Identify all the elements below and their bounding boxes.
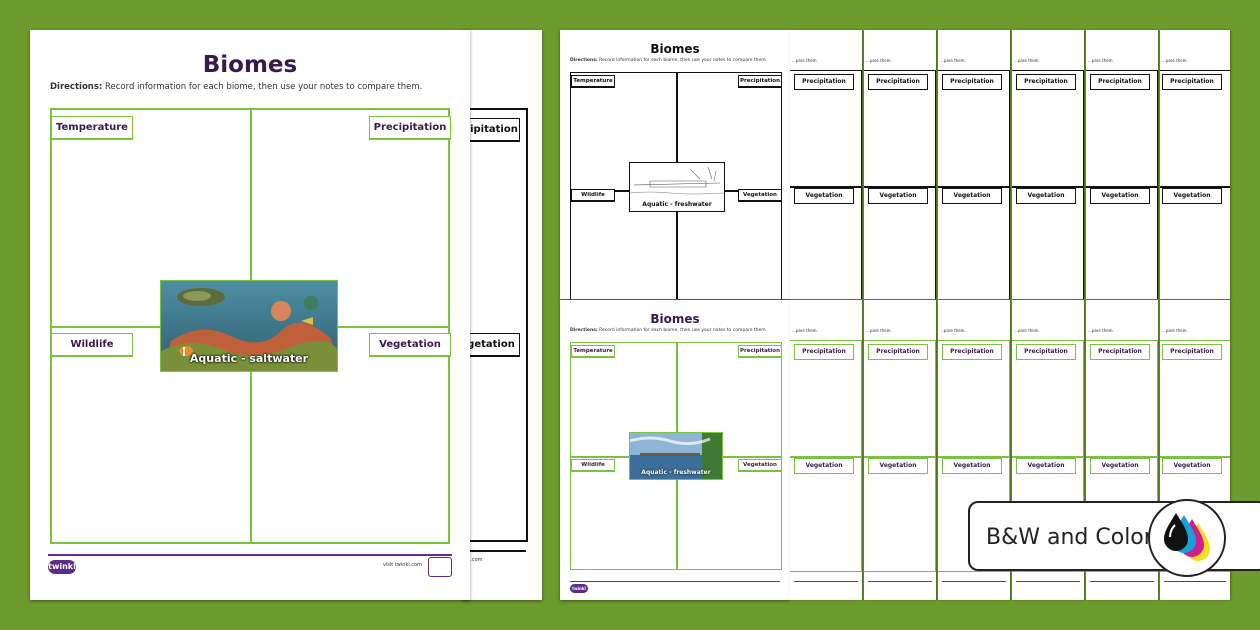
precipitation-label: Precipitation <box>369 116 451 140</box>
worksheet-footer: twinkl visit twinkl.com <box>48 554 452 578</box>
bw-directions: Directions: Record information for each … <box>570 58 768 63</box>
color-directions: Directions: Record information for each … <box>570 328 768 333</box>
ink-drops-icon <box>1148 499 1226 577</box>
back-precipitation-label: cipitation <box>462 118 520 142</box>
temperature-label: Temperature <box>51 116 133 140</box>
bw-freshwater-image: Aquatic - freshwater <box>629 162 725 212</box>
bw-wildlife-label: Wildlife <box>571 189 615 202</box>
color-preview-sheet: Biomes Directions: Record information fo… <box>560 300 790 600</box>
quality-stamp-icon <box>428 557 452 577</box>
badge-text: B&W and Color <box>986 525 1153 550</box>
wildlife-label: Wildlife <box>51 333 133 357</box>
directions-label: Directions: <box>50 82 103 92</box>
color-footer: twinkl <box>570 581 780 594</box>
bw-temperature-label: Temperature <box>571 75 615 88</box>
vegetation-label: Vegetation <box>369 333 451 357</box>
bw-title: Biomes <box>650 42 700 56</box>
color-freshwater-caption: Aquatic - freshwater <box>641 469 711 476</box>
bw-and-color-badge: B&W and Color <box>968 499 1260 577</box>
worksheet-title: Biomes <box>202 52 298 78</box>
saltwater-biome-image: Aquatic - saltwater <box>160 280 338 372</box>
directions-text: Record information for each biome, then … <box>102 82 423 92</box>
footer-website: visit twinkl.com <box>382 562 422 568</box>
bw-freshwater-caption: Aquatic - freshwater <box>642 201 712 208</box>
color-wildlife-label: Wildlife <box>571 459 615 472</box>
back-footer-website: kl.com <box>466 557 483 563</box>
color-vegetation-label: Vegetation <box>738 459 782 472</box>
saltwater-caption: Aquatic - saltwater <box>189 352 309 365</box>
main-worksheet: Biomes Directions: Record information fo… <box>30 30 470 600</box>
color-precipitation-label: Precipitation <box>738 345 782 358</box>
bw-precipitation-label: Precipitation <box>738 75 782 88</box>
color-freshwater-image: Aquatic - freshwater <box>629 432 723 480</box>
back-vegetation-label: getation <box>462 333 520 357</box>
twinkl-logo: twinkl <box>48 560 76 574</box>
color-temperature-label: Temperature <box>571 345 615 358</box>
color-title: Biomes <box>650 312 700 326</box>
bw-preview-sheet: Biomes Directions: Record information fo… <box>560 30 790 299</box>
bw-vegetation-label: Vegetation <box>738 189 782 202</box>
worksheet-directions: Directions: Record information for each … <box>50 82 422 92</box>
back-worksheet: cipitation getation kl.com <box>462 30 542 600</box>
